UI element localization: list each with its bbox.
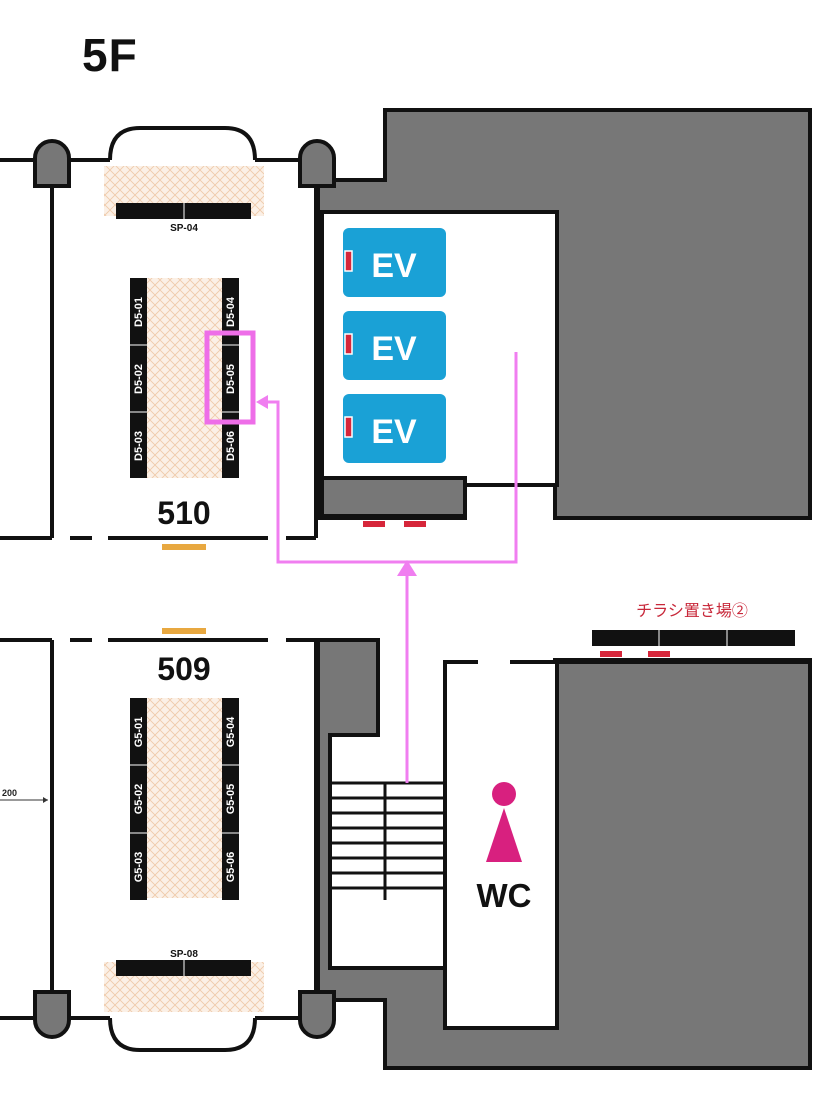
board-label: D5-05: [225, 364, 237, 394]
elevator-2: EV: [343, 311, 446, 380]
stairs: [328, 781, 445, 900]
board-label: G5-02: [133, 784, 145, 815]
sp-board-bottom: SP-08: [116, 949, 251, 976]
elevator-label: EV: [371, 247, 417, 285]
red-marker: [600, 651, 622, 657]
dimension-arrow: 200: [0, 788, 48, 803]
route-path: [262, 352, 518, 783]
flyer-area: チラシ置き場②: [592, 602, 795, 646]
board-label: G5-01: [133, 717, 145, 748]
restroom-icon: [486, 782, 522, 862]
flyer-area-label: チラシ置き場②: [636, 602, 748, 620]
route-arrowhead: [397, 560, 417, 576]
board-label: D5-02: [133, 364, 145, 394]
corridor-walls: [445, 516, 810, 664]
sp-board-top-label: SP-04: [170, 223, 198, 234]
door-marker-510: [162, 544, 206, 550]
red-marker: [404, 521, 426, 527]
route-arrowhead: [256, 395, 268, 409]
board-label: D5-03: [133, 431, 145, 461]
sp-board-bottom-label: SP-08: [170, 949, 198, 960]
d-boards-left: D5-01 D5-02 D5-03: [130, 278, 147, 478]
restroom-label: WC: [477, 877, 532, 914]
board-label: D5-01: [133, 297, 145, 327]
highlighted-board-frame: [204, 330, 256, 425]
board-label: G5-03: [133, 852, 145, 883]
elevator-label: EV: [371, 330, 417, 368]
dimension-label: 200: [2, 788, 17, 798]
red-marker: [648, 651, 670, 657]
red-marker: [363, 521, 385, 527]
board-label: D5-04: [225, 296, 237, 327]
room-509-label: 509: [157, 651, 210, 687]
room-509: [0, 638, 336, 1052]
g-boards-left: G5-01 G5-02 G5-03: [130, 698, 147, 900]
elevator-label: EV: [371, 413, 417, 451]
elevator-1: EV: [343, 228, 446, 297]
board-label: G5-04: [225, 716, 237, 747]
floor-title: 5F: [82, 29, 138, 81]
room-510: [0, 126, 336, 540]
d-boards-right: D5-04 D5-05 D5-06: [222, 278, 239, 478]
board-label: D5-06: [225, 431, 237, 461]
g-boards-right: G5-04 G5-05 G5-06: [222, 698, 239, 900]
room-510-label: 510: [157, 495, 210, 531]
elevator-3: EV: [343, 394, 446, 463]
sp-board-top: SP-04: [116, 203, 251, 234]
door-marker-509: [162, 628, 206, 634]
board-label: G5-05: [225, 784, 237, 815]
board-label: G5-06: [225, 852, 237, 883]
